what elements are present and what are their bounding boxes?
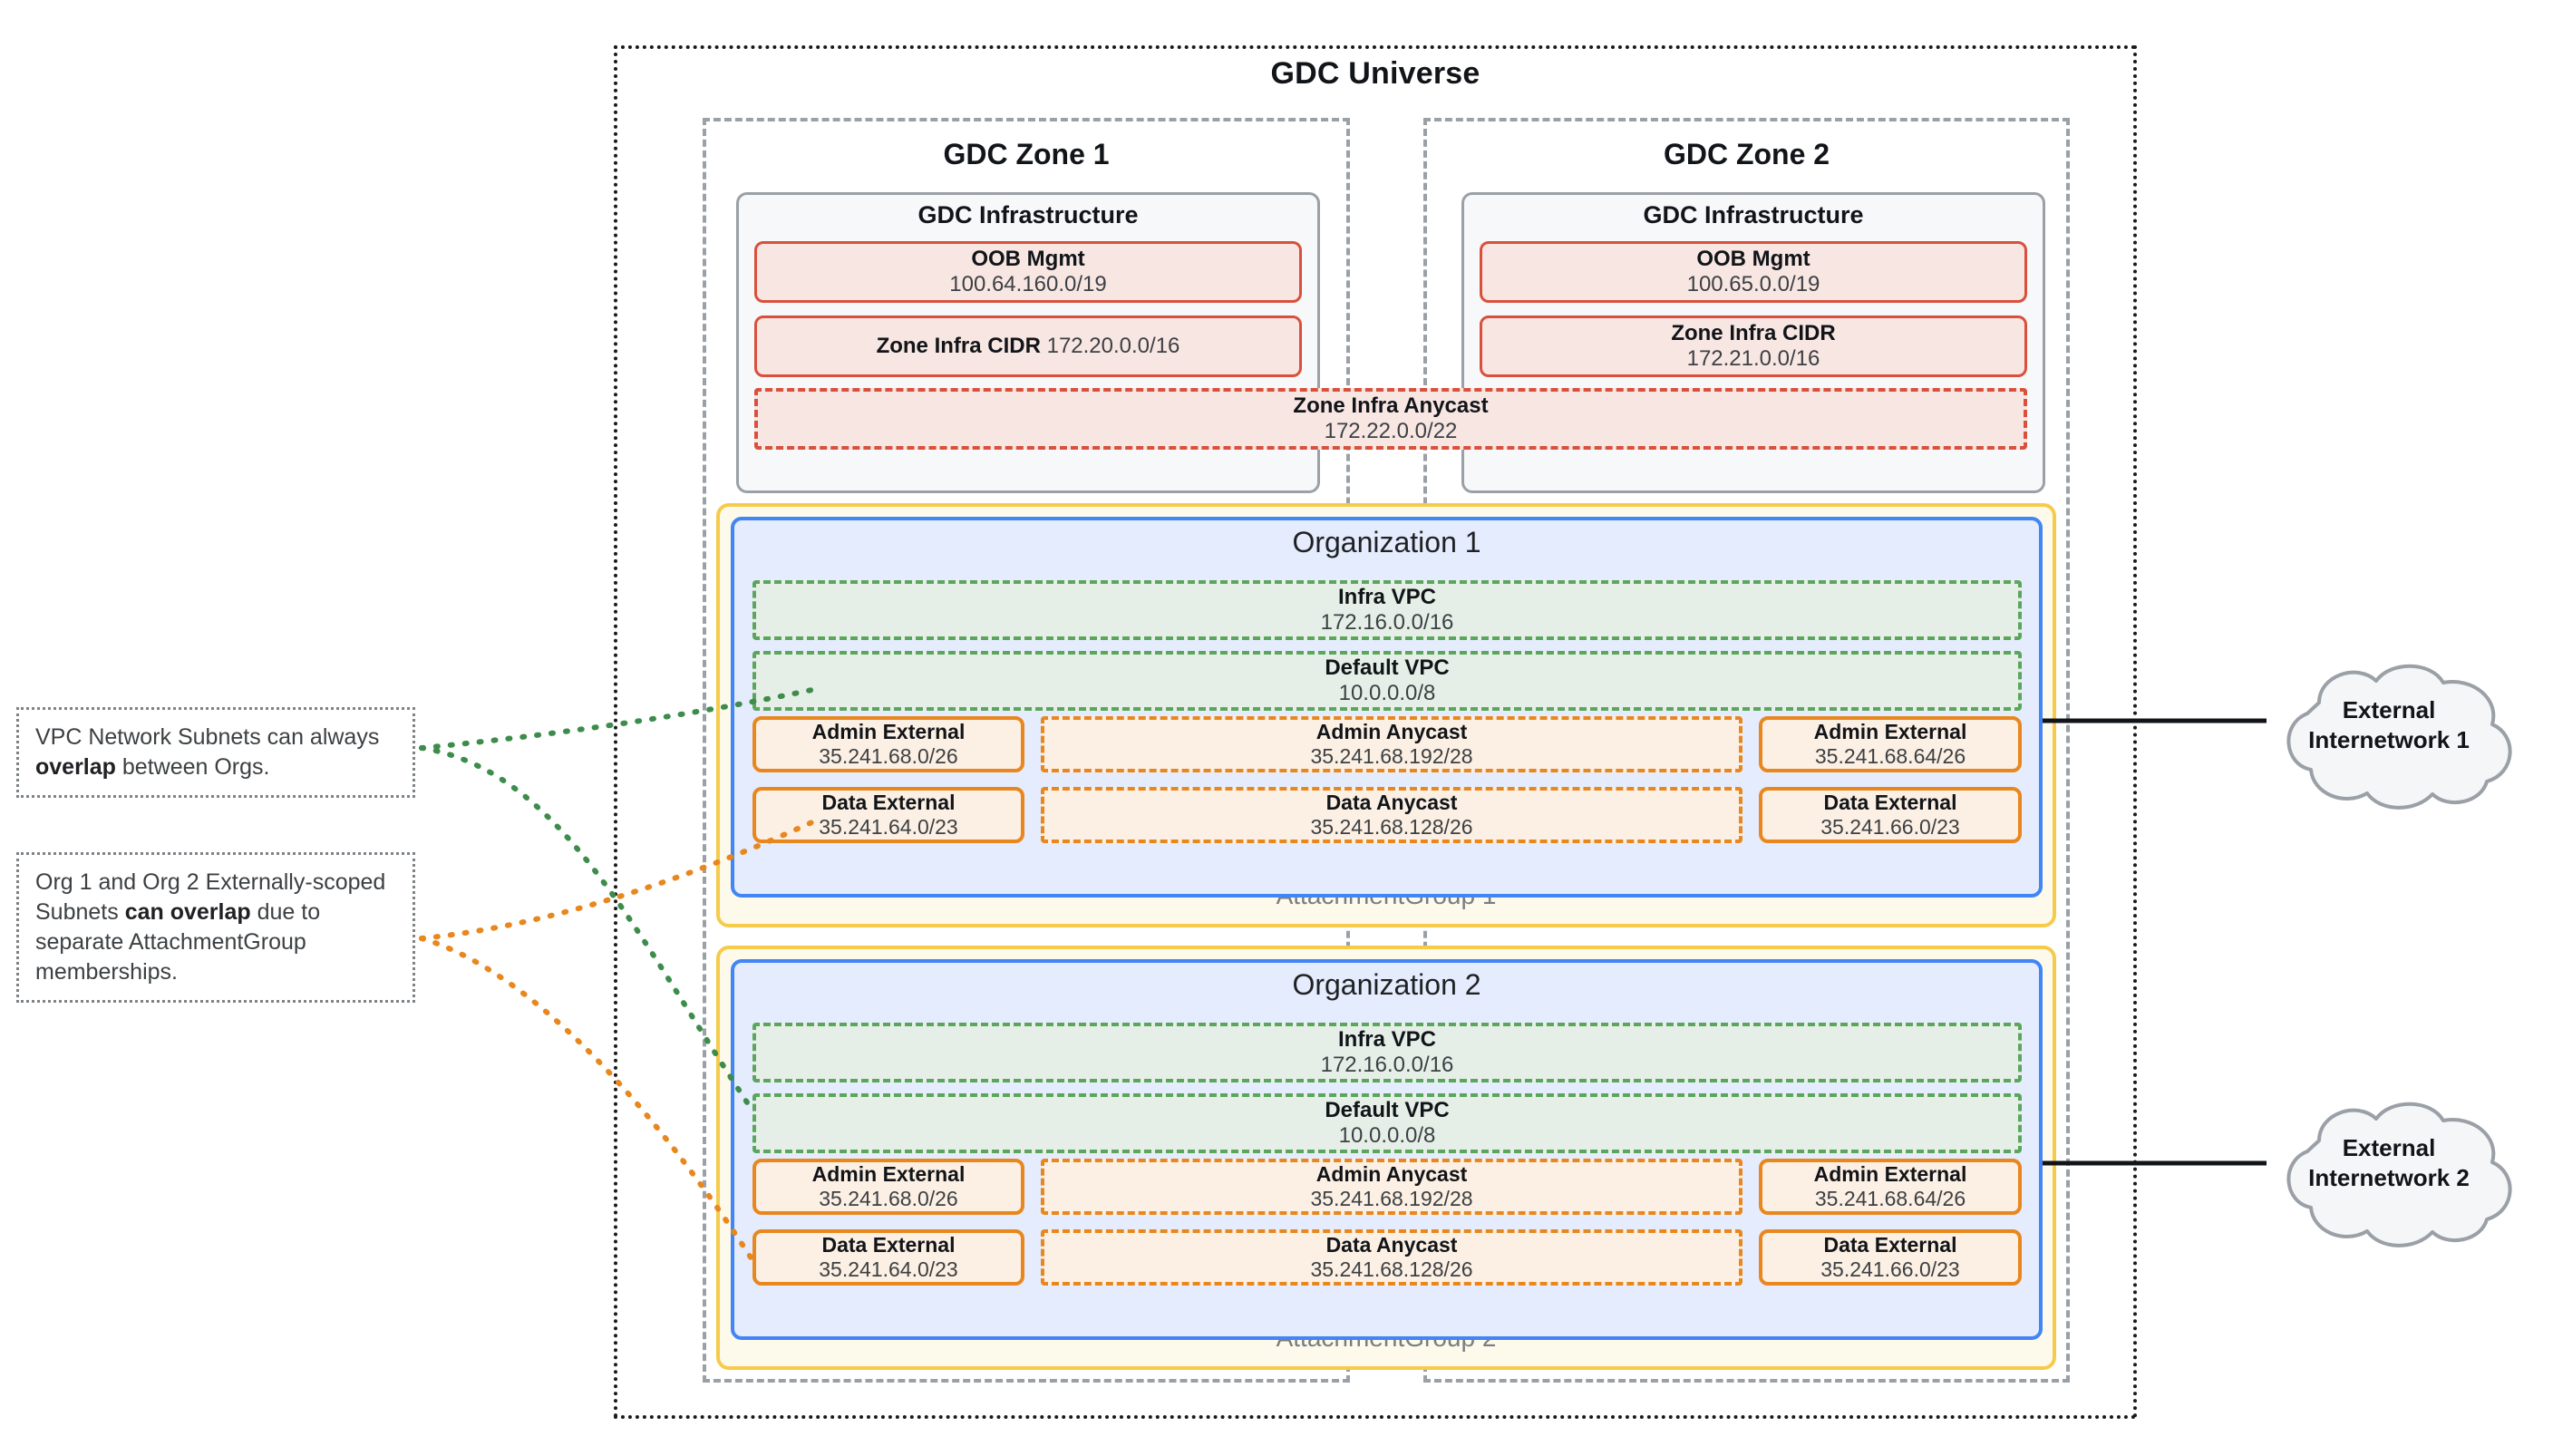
- org2-admin-external-right-label: Admin External: [1813, 1162, 1967, 1187]
- org2-data-anycast-label: Data Anycast: [1325, 1233, 1458, 1257]
- zone-1-oob-mgmt-label: OOB Mgmt: [971, 246, 1085, 271]
- cloud-icon: [2286, 1102, 2512, 1247]
- org1-data-external-right-box: Data External 35.241.66.0/23: [1759, 787, 2022, 843]
- org2-default-vpc-box: Default VPC 10.0.0.0/8: [752, 1093, 2022, 1153]
- org2-infra-vpc-value: 172.16.0.0/16: [1320, 1053, 1454, 1077]
- org2-admin-anycast-box: Admin Anycast 35.241.68.192/28: [1041, 1159, 1742, 1215]
- org1-data-external-right-value: 35.241.66.0/23: [1820, 815, 1960, 839]
- zone-2-oob-mgmt-value: 100.65.0.0/19: [1686, 272, 1820, 296]
- zone-2-infra-cidr-label: Zone Infra CIDR: [1671, 320, 1836, 345]
- org1-admin-external-left-label: Admin External: [811, 720, 966, 744]
- org1-infra-vpc-value: 172.16.0.0/16: [1320, 610, 1454, 635]
- organization-2-title: Organization 2: [1292, 968, 1481, 1001]
- org2-data-anycast-box: Data Anycast 35.241.68.128/26: [1041, 1229, 1742, 1286]
- org1-admin-anycast-label: Admin Anycast: [1315, 720, 1468, 744]
- org2-infra-vpc-box: Infra VPC 172.16.0.0/16: [752, 1023, 2022, 1082]
- org2-data-external-right-value: 35.241.66.0/23: [1820, 1257, 1960, 1281]
- org2-data-external-left-box: Data External 35.241.64.0/23: [752, 1229, 1024, 1286]
- zone-1-infra-cidr-box: Zone Infra CIDR 172.20.0.0/16: [754, 315, 1302, 377]
- org1-default-vpc-box: Default VPC 10.0.0.0/8: [752, 651, 2022, 711]
- org1-data-anycast-label: Data Anycast: [1325, 791, 1458, 815]
- note-external-overlap-prefix: Org 1 and Org 2 Externally-scoped Subnet…: [35, 869, 386, 925]
- zone-1-infra-cidr-row: Zone Infra CIDR 172.20.0.0/16: [877, 334, 1180, 359]
- cloud-icon: [2286, 664, 2512, 810]
- org1-data-external-left-value: 35.241.64.0/23: [819, 815, 958, 839]
- zone-1-oob-mgmt-box: OOB Mgmt 100.64.160.0/19: [754, 241, 1302, 303]
- org1-admin-external-left-box: Admin External 35.241.68.0/26: [752, 716, 1024, 772]
- org2-admin-external-left-label: Admin External: [811, 1162, 966, 1187]
- org1-infra-vpc-box: Infra VPC 172.16.0.0/16: [752, 580, 2022, 640]
- org1-admin-anycast-box: Admin Anycast 35.241.68.192/28: [1041, 716, 1742, 772]
- gdc-zone-1-title: GDC Zone 1: [943, 138, 1110, 170]
- gdc-zone-2-title: GDC Zone 2: [1663, 138, 1830, 170]
- zone-infra-anycast-value: 172.22.0.0/22: [1324, 419, 1458, 443]
- org1-data-anycast-box: Data Anycast 35.241.68.128/26: [1041, 787, 1742, 843]
- org2-data-external-right-box: Data External 35.241.66.0/23: [1759, 1229, 2022, 1286]
- zone-1-infrastructure-title: GDC Infrastructure: [917, 201, 1139, 228]
- org2-admin-external-right-value: 35.241.68.64/26: [1814, 1187, 1966, 1210]
- note-vpc-overlap-emphasis: overlap: [35, 754, 116, 780]
- zone-1-infra-cidr-value: 172.20.0.0/16: [1046, 333, 1180, 358]
- zone-infra-anycast-label: Zone Infra Anycast: [1293, 393, 1489, 418]
- note-external-overlap-suffix: due to separate AttachmentGroup membersh…: [35, 899, 321, 985]
- org2-admin-anycast-value: 35.241.68.192/28: [1310, 1187, 1473, 1210]
- org2-data-external-right-label: Data External: [1823, 1233, 1957, 1257]
- note-vpc-overlap-prefix: VPC Network Subnets can always: [35, 724, 380, 750]
- zone-2-infra-cidr-value: 172.21.0.0/16: [1686, 346, 1820, 371]
- org1-data-external-left-box: Data External 35.241.64.0/23: [752, 787, 1024, 843]
- org1-admin-external-right-label: Admin External: [1813, 720, 1967, 744]
- external-internetwork-1-cloud: External Internetwork 1: [2253, 657, 2525, 816]
- org2-default-vpc-value: 10.0.0.0/8: [1338, 1123, 1436, 1148]
- org2-data-anycast-value: 35.241.68.128/26: [1310, 1257, 1473, 1281]
- org1-infra-vpc-label: Infra VPC: [1337, 585, 1437, 610]
- zone-1-infra-cidr-label: Zone Infra CIDR: [876, 333, 1041, 358]
- note-vpc-overlap: VPC Network Subnets can always overlap b…: [16, 707, 415, 798]
- org1-data-anycast-value: 35.241.68.128/26: [1310, 815, 1473, 839]
- org2-admin-anycast-label: Admin Anycast: [1315, 1162, 1468, 1187]
- note-vpc-overlap-suffix: between Orgs.: [115, 754, 270, 780]
- zone-infra-anycast-box: Zone Infra Anycast 172.22.0.0/22: [754, 388, 2027, 450]
- zone-2-infrastructure-title: GDC Infrastructure: [1643, 201, 1864, 228]
- organization-1-title: Organization 1: [1292, 526, 1481, 558]
- org2-admin-external-right-box: Admin External 35.241.68.64/26: [1759, 1159, 2022, 1215]
- zone-2-infra-cidr-box: Zone Infra CIDR 172.21.0.0/16: [1480, 315, 2027, 377]
- note-external-overlap: Org 1 and Org 2 Externally-scoped Subnet…: [16, 852, 415, 1003]
- gdc-universe-title: GDC Universe: [1270, 56, 1480, 91]
- external-internetwork-2-cloud: External Internetwork 2: [2253, 1095, 2525, 1254]
- zone-2-oob-mgmt-box: OOB Mgmt 100.65.0.0/19: [1480, 241, 2027, 303]
- zone-1-oob-mgmt-value: 100.64.160.0/19: [949, 272, 1107, 296]
- org1-data-external-right-label: Data External: [1823, 791, 1957, 815]
- org1-admin-external-left-value: 35.241.68.0/26: [819, 744, 958, 768]
- org2-admin-external-left-value: 35.241.68.0/26: [819, 1187, 958, 1210]
- org1-admin-external-right-box: Admin External 35.241.68.64/26: [1759, 716, 2022, 772]
- note-external-overlap-emphasis: can overlap: [124, 899, 251, 925]
- org1-default-vpc-value: 10.0.0.0/8: [1338, 681, 1436, 705]
- org1-admin-external-right-value: 35.241.68.64/26: [1814, 744, 1966, 768]
- org1-data-external-left-label: Data External: [821, 791, 956, 815]
- org2-infra-vpc-label: Infra VPC: [1337, 1027, 1437, 1053]
- org2-admin-external-left-box: Admin External 35.241.68.0/26: [752, 1159, 1024, 1215]
- org2-data-external-left-label: Data External: [821, 1233, 956, 1257]
- org2-default-vpc-label: Default VPC: [1325, 1098, 1450, 1123]
- zone-2-oob-mgmt-label: OOB Mgmt: [1696, 246, 1810, 271]
- org1-admin-anycast-value: 35.241.68.192/28: [1310, 744, 1473, 768]
- org2-data-external-left-value: 35.241.64.0/23: [819, 1257, 958, 1281]
- org1-default-vpc-label: Default VPC: [1325, 655, 1450, 681]
